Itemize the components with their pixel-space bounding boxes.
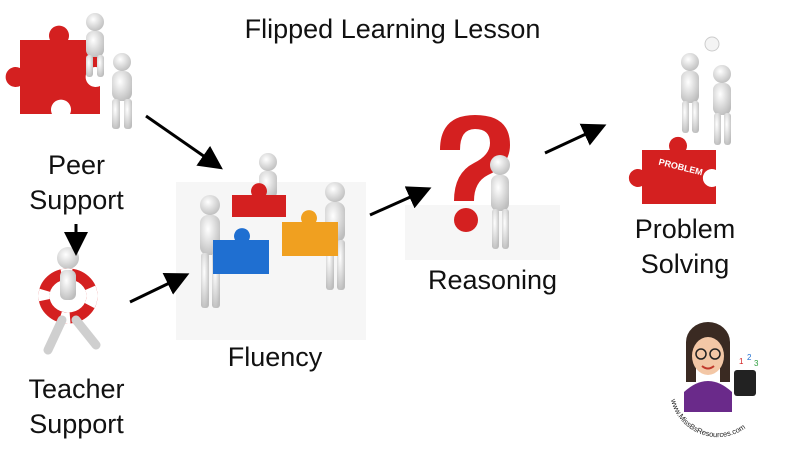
- teacher-support-line1: Teacher: [28, 374, 125, 404]
- lifebuoy-figure-icon: [38, 247, 101, 355]
- problem-solving-line1: Problem: [634, 214, 736, 244]
- svg-text:2: 2: [747, 353, 752, 362]
- arrow-fluency-to-reasoning: [369, 186, 432, 217]
- puzzle-team-figures-icon: [176, 153, 366, 340]
- node-reasoning: Reasoning: [427, 265, 558, 295]
- teacher-avatar-logo-icon: 1 2 3 www.MissBsResources.com: [660, 322, 778, 442]
- svg-text:3: 3: [754, 359, 759, 368]
- node-fluency: Fluency: [227, 342, 323, 372]
- problem-solving-line2: Solving: [640, 248, 730, 279]
- peer-support-line2: Support: [29, 184, 124, 215]
- arrow-reasoning-to-problem-solving: [544, 123, 607, 155]
- teacher-support-line2: Support: [29, 408, 124, 439]
- problem-puzzle-figures-icon: PROBLEM: [628, 36, 731, 204]
- svg-text:1: 1: [739, 357, 744, 366]
- node-peer-support: Peer Support: [14, 148, 139, 217]
- peer-support-line1: Peer: [47, 150, 106, 180]
- node-problem-solving: Problem Solving: [615, 212, 755, 281]
- arrow-teacher-to-fluency: [129, 272, 190, 304]
- arrow-peer-to-fluency: [145, 114, 223, 170]
- node-teacher-support: Teacher Support: [14, 372, 139, 441]
- puzzle-climb-figures-icon: [5, 13, 132, 129]
- question-mark-figure-icon: [405, 115, 560, 260]
- diagram-title: Flipped Learning Lesson: [244, 14, 541, 44]
